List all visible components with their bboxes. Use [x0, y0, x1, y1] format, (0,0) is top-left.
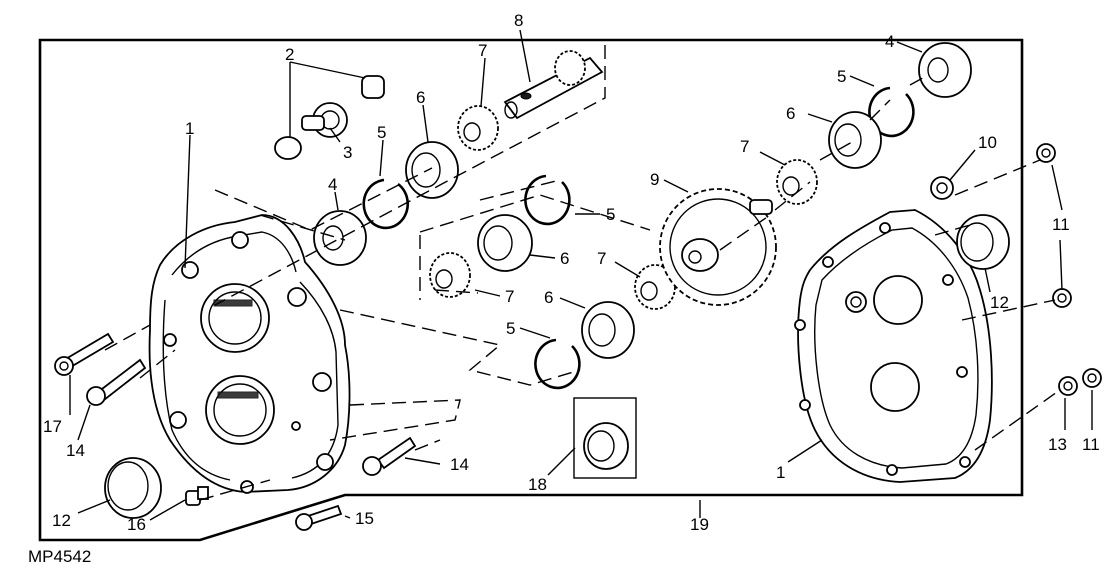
nut-10 — [930, 176, 954, 200]
figure-code: MP4542 — [28, 547, 91, 566]
callout-1-right: 1 — [776, 463, 785, 482]
pin-2 — [274, 136, 302, 160]
nut-11b — [1052, 288, 1072, 308]
assembly-lines — [104, 45, 1061, 501]
plug-16 — [185, 486, 209, 506]
callout-4-left: 4 — [328, 175, 337, 194]
snap-ring-5b — [524, 174, 571, 226]
bolt-14-left — [86, 358, 147, 406]
pinion-3 — [301, 102, 348, 138]
sleeve-6a — [405, 141, 459, 199]
callout-6-c: 6 — [544, 288, 553, 307]
nut-11c — [1082, 368, 1102, 388]
gear-9 — [659, 188, 777, 306]
callout-2: 2 — [285, 45, 294, 64]
kit-box-18 — [573, 397, 637, 479]
shaft-8 — [503, 50, 604, 120]
bushing-2 — [361, 75, 385, 99]
callout-4-right: 4 — [885, 32, 894, 51]
seal-12-right — [956, 214, 1010, 270]
callout-18: 18 — [528, 475, 547, 494]
frame-outline — [38, 38, 1024, 542]
callout-13: 13 — [1048, 435, 1067, 454]
snap-ring-5c — [534, 338, 581, 390]
gear-7b — [429, 252, 471, 298]
callout-14-right: 14 — [450, 455, 469, 474]
callout-5-d: 5 — [837, 67, 846, 86]
callout-6-b: 6 — [560, 249, 569, 268]
gear-7a — [457, 105, 499, 151]
callout-3: 3 — [343, 143, 352, 162]
callout-5-b: 5 — [606, 205, 615, 224]
bearing-4-left — [313, 210, 367, 266]
bolt-14-right — [362, 436, 417, 476]
callout-7-d: 7 — [740, 137, 749, 156]
callout-7-b: 7 — [505, 287, 514, 306]
callout-16: 16 — [127, 515, 146, 534]
callouts: 1 1 2 3 4 4 5 5 5 5 6 6 6 6 7 7 7 7 8 9 … — [43, 11, 1100, 534]
callout-17: 17 — [43, 417, 62, 436]
callout-10: 10 — [978, 133, 997, 152]
sleeve-6d — [828, 111, 882, 169]
callout-15: 15 — [355, 509, 374, 528]
callout-12-left: 12 — [52, 511, 71, 530]
callout-11-b: 11 — [1082, 435, 1100, 454]
callout-7-a: 7 — [478, 41, 487, 60]
callout-6-a: 6 — [416, 88, 425, 107]
right-housing — [794, 209, 993, 483]
callout-5-c: 5 — [506, 319, 515, 338]
leader-lines — [69, 29, 1093, 521]
sleeve-6b — [477, 214, 533, 272]
nut-11a — [1036, 143, 1056, 163]
callout-19: 19 — [690, 515, 709, 534]
washer-13 — [1058, 376, 1078, 396]
bearing-4-right — [918, 42, 972, 98]
callout-6-d: 6 — [786, 104, 795, 123]
callout-11-a: 11 — [1052, 215, 1070, 234]
callout-5-a: 5 — [377, 123, 386, 142]
snap-ring-5a — [362, 178, 410, 230]
screw-15 — [295, 504, 343, 531]
snap-ring-5d — [868, 86, 915, 138]
callout-14-left: 14 — [66, 441, 85, 460]
callout-7-c: 7 — [597, 249, 606, 268]
callout-8: 8 — [514, 11, 523, 30]
bolt-17 — [54, 332, 115, 376]
callout-12-right: 12 — [990, 293, 1009, 312]
callout-1-left: 1 — [185, 119, 194, 138]
left-housing — [148, 214, 351, 494]
sleeve-6c — [581, 301, 635, 359]
callout-9: 9 — [650, 170, 659, 189]
cap-12-left — [104, 457, 162, 519]
gear-7c — [634, 264, 676, 310]
gear-7d — [776, 159, 818, 205]
